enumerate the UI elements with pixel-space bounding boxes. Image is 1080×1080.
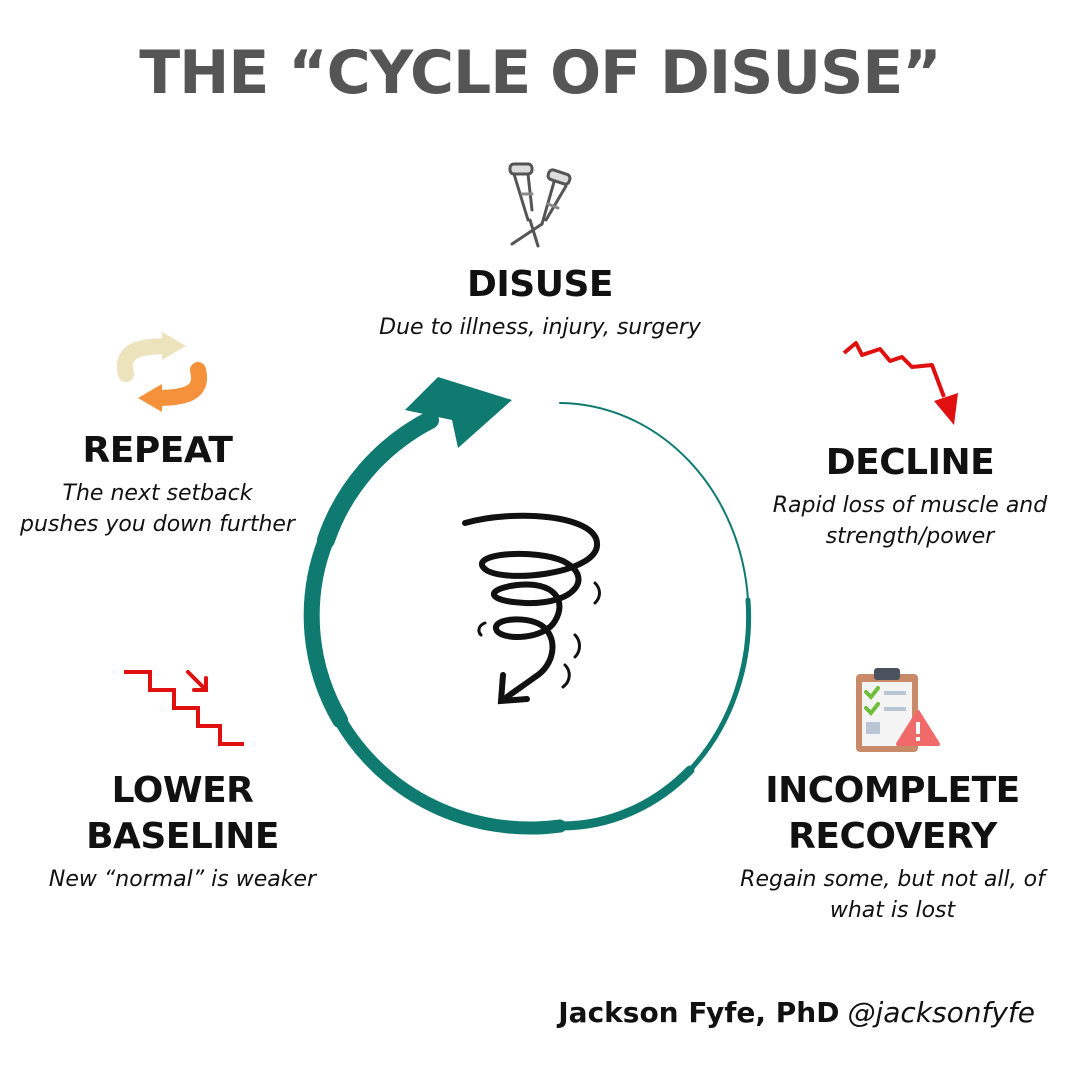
stage-heading: INCOMPLETE <box>765 770 1020 811</box>
page-title: THE “CYCLE OF DISUSE” <box>139 38 942 108</box>
stage-description: Due to illness, injury, surgery <box>379 315 701 340</box>
stage-heading: DISUSE <box>467 264 613 305</box>
stage-description: The next setback pushes you down further <box>20 481 295 537</box>
author-credit: Jackson Fyfe, PhD@jacksonfyfe <box>558 996 1035 1029</box>
stairs-down-icon <box>124 670 244 746</box>
author-name: Jackson Fyfe, PhD <box>558 996 840 1029</box>
stage-heading: REPEAT <box>82 430 233 471</box>
crutches-icon <box>508 162 572 248</box>
stage-lower-baseline: LOWER BASELINE New “normal” is weaker <box>15 768 350 895</box>
repeat-arrows-icon <box>116 332 208 412</box>
stage-description: New “normal” is weaker <box>48 867 317 892</box>
stage-disuse: DISUSE Due to illness, injury, surgery <box>290 262 790 343</box>
declining-arrow-icon <box>842 341 958 425</box>
stage-repeat: REPEAT The next setback pushes you down … <box>20 428 295 540</box>
stage-decline: DECLINE Rapid loss of muscle and strengt… <box>755 440 1065 552</box>
stage-description: Regain some, but not all, of what is los… <box>740 867 1045 923</box>
downward-spiral-icon <box>462 512 601 705</box>
stage-incomplete-recovery: INCOMPLETE RECOVERY Regain some, but not… <box>705 768 1080 926</box>
stage-heading: LOWER <box>111 770 254 811</box>
clipboard-warning-icon <box>856 668 940 752</box>
stage-heading: DECLINE <box>825 442 995 483</box>
stage-description: Rapid loss of muscle and strength/power <box>772 493 1048 549</box>
stage-heading: BASELINE <box>86 816 279 857</box>
author-handle: @jacksonfyfe <box>847 996 1035 1029</box>
stage-heading: RECOVERY <box>788 816 997 857</box>
